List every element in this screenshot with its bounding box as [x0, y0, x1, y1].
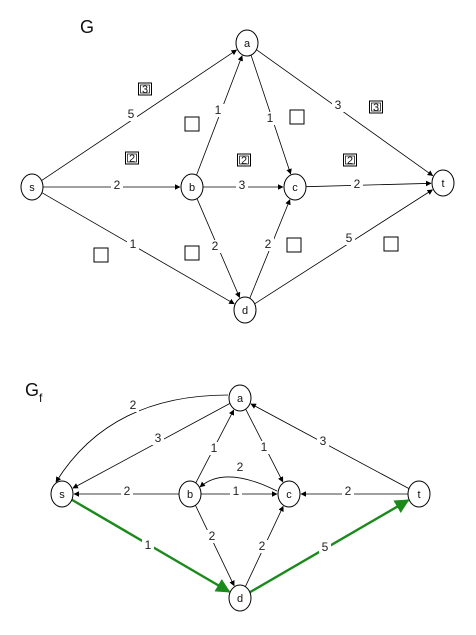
- gf-node-a: a: [228, 384, 252, 412]
- g-flow-box-a-t: 3: [369, 100, 383, 114]
- gf-residual-label-c-b-curved: 2: [237, 460, 244, 474]
- g-flow-value-a-t: 3: [373, 102, 379, 114]
- g-flow-box-d-t: [383, 236, 399, 252]
- g-node-d: d: [233, 296, 257, 324]
- g-node-label-c: c: [292, 182, 298, 194]
- gf-edge-c-b-curved: [199, 476, 278, 492]
- gf-residual-label-d-t: 5: [322, 540, 329, 554]
- g-capacity-label-s-d: 1: [130, 237, 137, 251]
- g-flow-box-c-t: 2: [343, 153, 357, 167]
- gf-node-label-c: c: [286, 489, 292, 501]
- gf-edge-a-s: [72, 403, 231, 489]
- gf-node-d: d: [228, 584, 252, 612]
- gf-node-c: c: [277, 480, 301, 508]
- gf-residual-label-b-c: 1: [233, 484, 240, 498]
- g-node-label-t: t: [441, 178, 444, 190]
- gf-node-label-s: s: [59, 489, 65, 501]
- gf-edge-a-s-curved: [55, 394, 229, 483]
- graph-g-title: G: [80, 17, 94, 37]
- graph-gf-title: G: [25, 380, 39, 400]
- g-node-label-d: d: [242, 305, 248, 317]
- g-capacity-label-s-a: 5: [128, 107, 135, 121]
- g-node-b: b: [180, 173, 204, 201]
- gf-node-s: s: [50, 480, 74, 508]
- gf-node-t: t: [407, 480, 431, 508]
- gf-residual-label-d-c: 2: [259, 539, 266, 553]
- g-node-a: a: [235, 29, 259, 57]
- graph-gf-subscript: f: [39, 391, 43, 405]
- gf-residual-label-t-a: 3: [320, 434, 327, 448]
- g-edge-d-t: [254, 189, 433, 305]
- gf-edge-b-d: [195, 505, 235, 587]
- gf-node-b: b: [178, 480, 202, 508]
- g-capacity-label-b-a: 1: [215, 103, 222, 117]
- graph-gf: 2 3 1 1 3 2 2 1 2 2 2 1 5 s a b c d t: [50, 384, 431, 612]
- gf-node-label-a: a: [237, 393, 244, 405]
- g-node-s: s: [20, 173, 44, 201]
- g-flow-box-a-c: [289, 109, 305, 125]
- g-flow-value-c-t: 2: [347, 155, 353, 167]
- g-node-label-s: s: [29, 182, 35, 194]
- g-edge-a-t: [256, 49, 434, 177]
- g-capacity-label-b-c: 3: [239, 178, 246, 192]
- gf-residual-label-a-c: 1: [261, 440, 268, 454]
- g-capacity-label-a-t: 3: [335, 98, 342, 112]
- gf-residual-label-t-c: 2: [345, 484, 352, 498]
- g-flow-box-b-a: [184, 116, 200, 132]
- g-capacity-label-c-t: 2: [354, 177, 361, 191]
- g-capacity-label-b-d: 2: [212, 239, 219, 253]
- gf-node-label-b: b: [187, 489, 193, 501]
- g-node-c: c: [283, 173, 307, 201]
- gf-residual-label-b-s: 2: [124, 484, 131, 498]
- g-flow-box-b-d: [184, 245, 200, 261]
- gf-residual-label-b-d: 2: [209, 529, 216, 543]
- gf-residual-label-s-d: 1: [145, 538, 152, 552]
- g-flow-value-s-a: 3: [142, 84, 148, 96]
- gf-node-label-t: t: [417, 489, 420, 501]
- g-flow-box-s-d: [93, 247, 109, 263]
- g-flow-box-s-a: 3: [138, 82, 152, 96]
- g-flow-box-b-c: 2: [237, 153, 251, 167]
- g-flow-box-s-b: 2: [125, 151, 139, 165]
- gf-residual-label-a-s-curved: 2: [130, 398, 137, 412]
- g-flow-value-s-b: 2: [129, 153, 135, 165]
- g-edge-s-a: [41, 49, 238, 181]
- gf-node-label-d: d: [237, 593, 243, 605]
- g-flow-value-b-c: 2: [241, 155, 247, 167]
- gf-residual-label-b-a: 1: [211, 441, 218, 455]
- g-node-t: t: [431, 169, 455, 197]
- g-capacity-label-a-c: 1: [267, 111, 274, 125]
- g-capacity-label-d-c: 2: [265, 237, 272, 251]
- gf-edge-t-a: [250, 403, 410, 489]
- g-node-label-a: a: [244, 38, 251, 50]
- g-edge-c-t: [305, 180, 432, 188]
- g-node-label-b: b: [189, 182, 195, 194]
- g-capacity-label-d-t: 5: [346, 231, 353, 245]
- g-flow-box-d-c: [286, 237, 302, 253]
- gf-residual-label-a-s: 3: [155, 431, 162, 445]
- g-capacity-label-s-b: 2: [114, 178, 121, 192]
